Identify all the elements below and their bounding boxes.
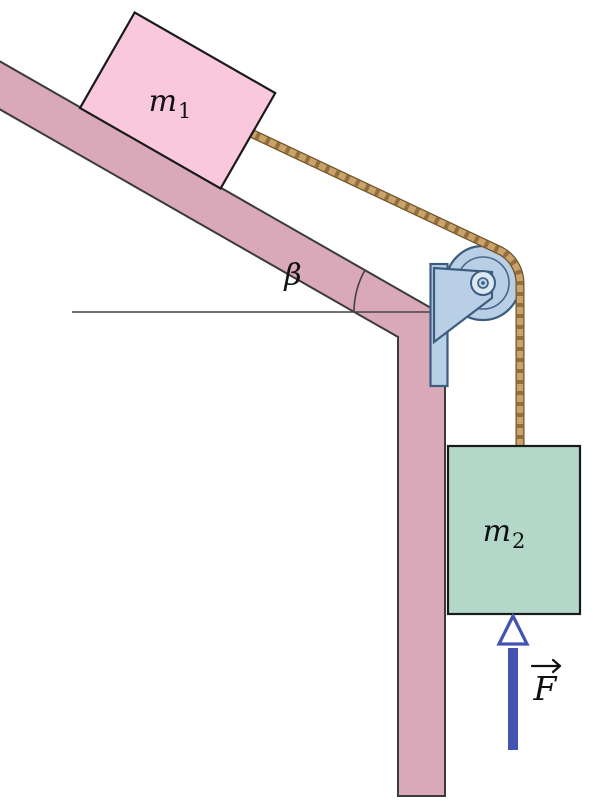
block-m1-label-base: m bbox=[149, 84, 177, 119]
block-m2 bbox=[446, 444, 582, 616]
block-m1 bbox=[78, 11, 277, 191]
block-m1-label: m1 bbox=[149, 84, 192, 123]
block-m1-label-sub: 1 bbox=[178, 99, 191, 123]
block-m2-label-sub: 2 bbox=[512, 529, 525, 553]
block-m2-label-base: m bbox=[483, 514, 511, 549]
force-label: F bbox=[533, 669, 558, 708]
force-vector-arrow-icon bbox=[530, 658, 562, 674]
angle-arc bbox=[353, 268, 367, 313]
rope bbox=[231, 121, 525, 455]
pulley-axle-center bbox=[481, 281, 485, 285]
block-m2-label: m2 bbox=[483, 514, 526, 553]
force-arrow bbox=[496, 612, 530, 750]
block-m1-group bbox=[78, 11, 277, 191]
angle-label: β bbox=[283, 258, 301, 293]
force-arrowhead bbox=[496, 612, 530, 646]
pulley-assembly bbox=[429, 244, 522, 388]
rope-twist-texture bbox=[234, 123, 524, 450]
